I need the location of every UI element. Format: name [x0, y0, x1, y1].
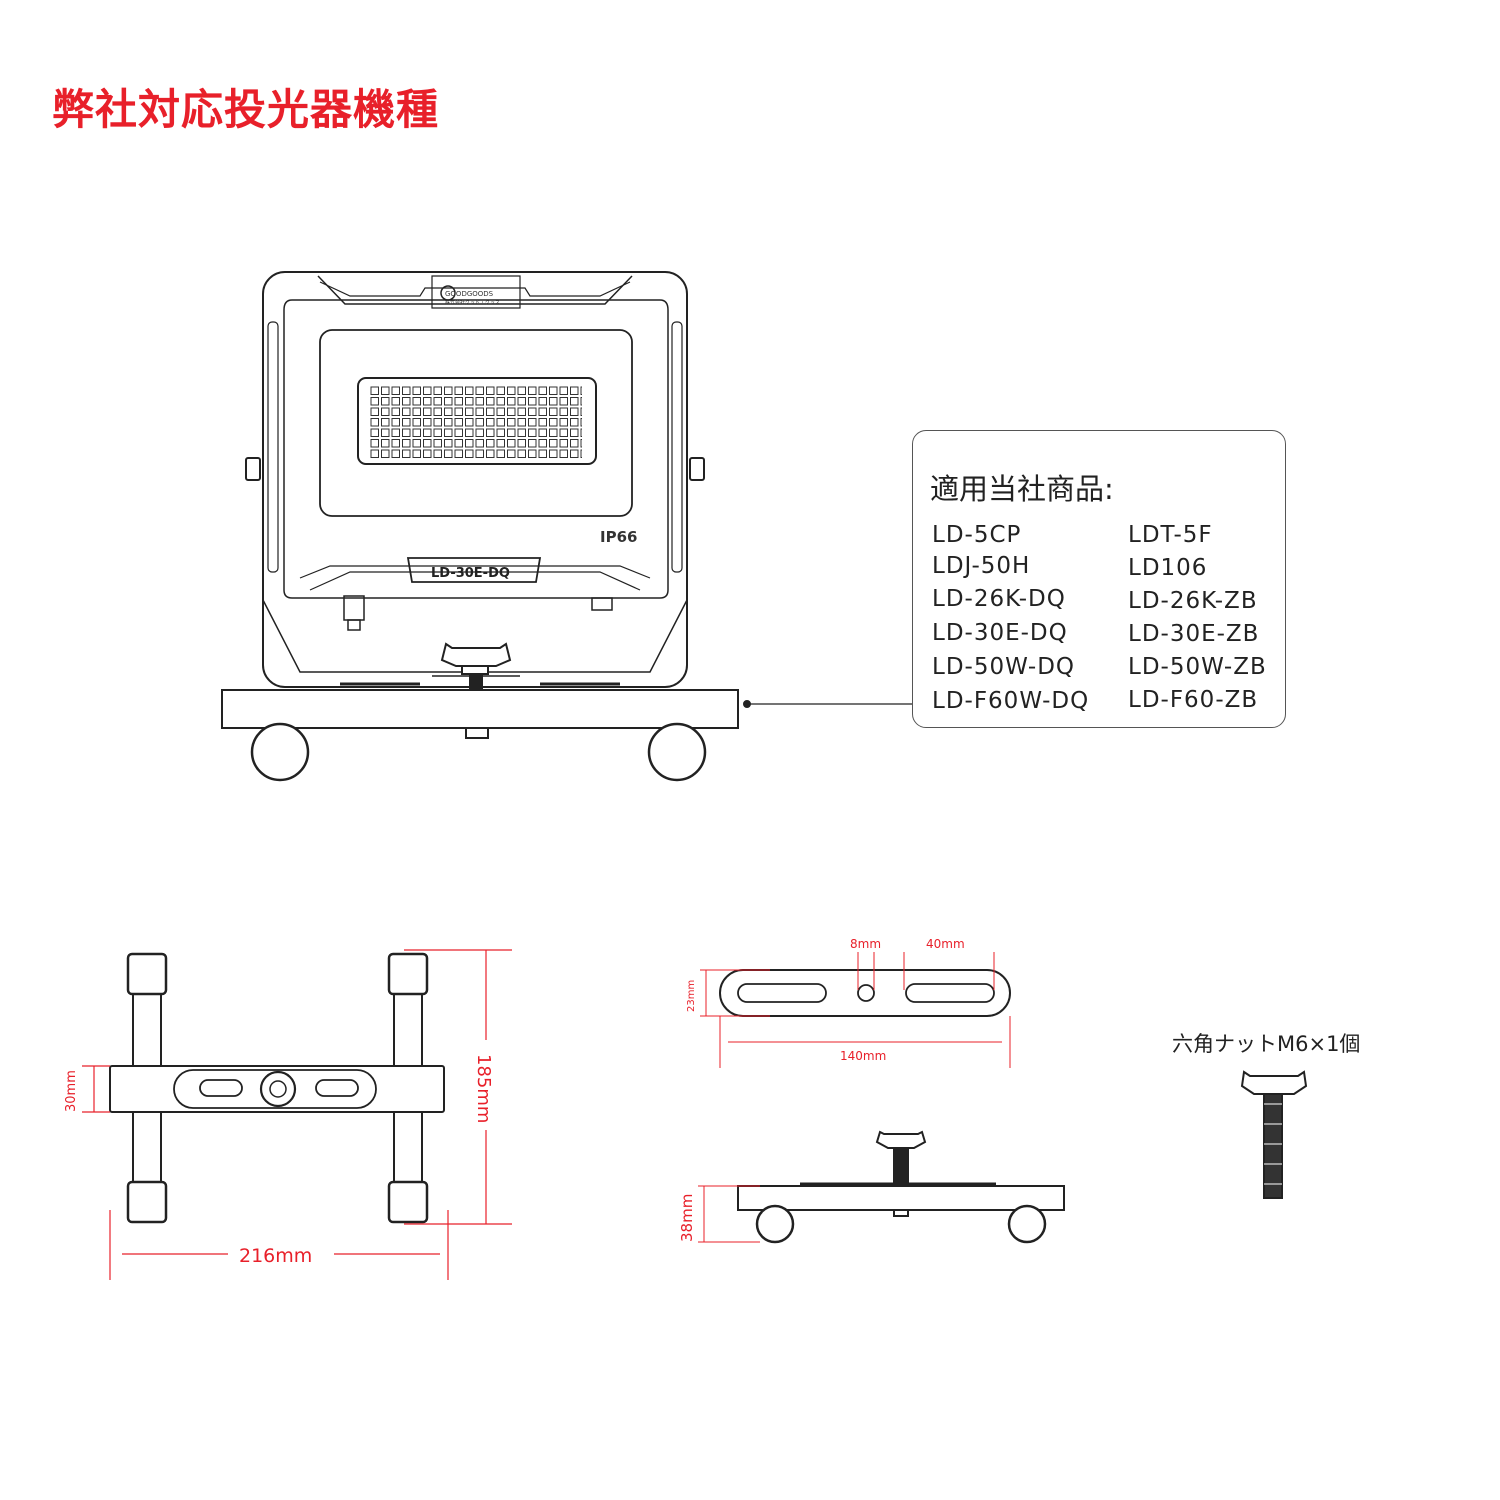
- model-item: LDJ-50H: [932, 553, 1031, 579]
- compatible-products-callout: [912, 430, 1286, 728]
- model-item: LD-26K-ZB: [1128, 588, 1258, 614]
- dim-plate-hole: 8mm: [850, 937, 881, 951]
- model-item: LD-5CP: [932, 522, 1022, 548]
- dims-top-view: [82, 949, 512, 1280]
- model-item: LD-50W-DQ: [932, 654, 1076, 680]
- model-item: LD-26K-DQ: [932, 586, 1066, 612]
- dim-width: 216mm: [239, 1245, 312, 1267]
- dim-plate-height: 23mm: [686, 980, 697, 1012]
- mounting-knob: [432, 642, 520, 697]
- model-label: LD-30E-DQ: [431, 566, 510, 581]
- model-item: LD-50W-ZB: [1128, 654, 1267, 680]
- page-title: 弊社対応投光器機種: [52, 85, 440, 134]
- brand-text: GOODGOODS: [445, 290, 494, 298]
- dim-plate-slot: 40mm: [926, 937, 965, 951]
- dim-base-height: 38mm: [678, 1194, 696, 1242]
- model-item: LD-F60W-DQ: [932, 688, 1090, 714]
- model-item: LD106: [1128, 555, 1208, 581]
- dims-plate: [700, 952, 1011, 1068]
- mounting-plate-detail: [719, 969, 1011, 1017]
- floodlight-front-view: [245, 271, 705, 688]
- nut-label: 六角ナットM6×1個: [1172, 1032, 1361, 1056]
- stand-side-view: [737, 1130, 1065, 1244]
- hex-nut-bolt: [1240, 1070, 1308, 1199]
- dim-plate-length: 140mm: [840, 1049, 886, 1063]
- callout-title: 適用当社商品:: [930, 472, 1114, 506]
- stand-base-front: [221, 689, 751, 782]
- dims-side-view: [698, 1185, 760, 1243]
- dim-depth: 185mm: [473, 1054, 494, 1123]
- stand-top-view: [109, 952, 445, 1224]
- model-item: LD-30E-DQ: [932, 620, 1068, 646]
- brand-subtext: 株式会社グッド・グッズ: [445, 299, 500, 306]
- ip-rating: IP66: [600, 528, 637, 546]
- model-list-right: LDT-5F LD106 LD-26K-ZB LD-30E-ZB LD-50W-…: [1128, 520, 1267, 716]
- model-item: LD-F60-ZB: [1128, 687, 1259, 713]
- model-item: LDT-5F: [1128, 522, 1213, 548]
- dim-bar-width: 30mm: [64, 1070, 79, 1112]
- model-item: LD-30E-ZB: [1128, 621, 1260, 647]
- model-list-left: LD-5CP LDJ-50H LD-26K-DQ LD-30E-DQ LD-50…: [932, 520, 1089, 717]
